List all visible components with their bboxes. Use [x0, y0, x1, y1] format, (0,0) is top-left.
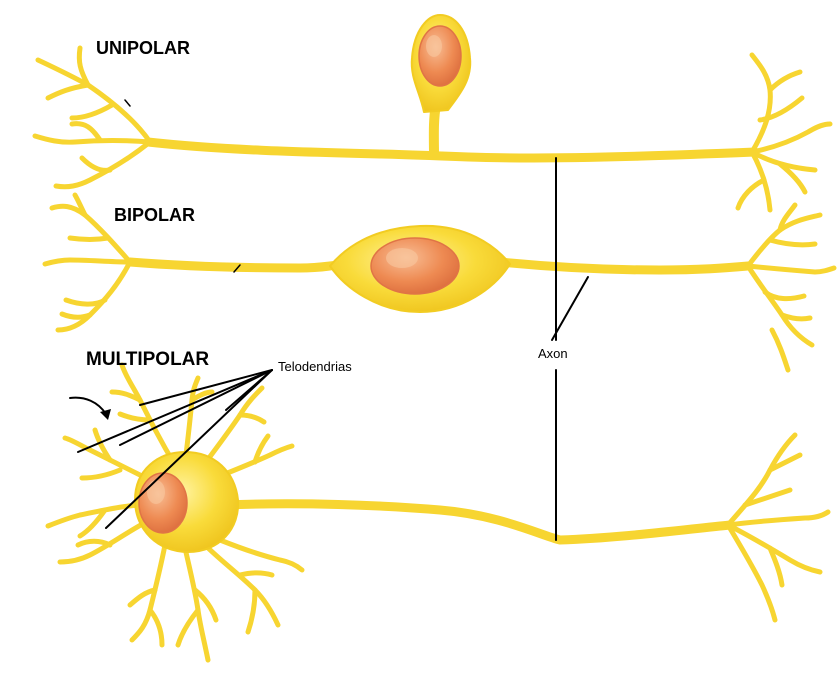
axon-label: Axon — [538, 346, 568, 361]
multipolar-label: MULTIPOLAR — [86, 349, 210, 370]
unipolar-label: UNIPOLAR — [96, 38, 190, 58]
telo-leader-3 — [105, 369, 273, 529]
unipolar-stalk — [428, 100, 441, 160]
unipolar-right-dendrites — [735, 52, 833, 213]
curved-arrow — [69, 396, 107, 415]
bipolar-neuron — [42, 192, 837, 373]
bipolar-nucleus — [370, 237, 460, 295]
telo-leader-1 — [77, 369, 273, 453]
tick-mark-bipolar — [233, 264, 241, 273]
leader-lines — [69, 99, 589, 541]
unipolar-axon — [143, 137, 760, 163]
bipolar-label: BIPOLAR — [114, 205, 195, 225]
bipolar-right-dendrites — [745, 202, 837, 373]
bipolar-axon — [495, 257, 753, 275]
unipolar-left-dendrites — [32, 45, 153, 190]
multipolar-nucleus — [138, 472, 188, 534]
unipolar-neuron — [32, 14, 833, 213]
axon-leader-diagonal — [551, 276, 589, 341]
multipolar-axon-terminals — [725, 432, 831, 623]
arrow-head-icon — [100, 409, 111, 420]
multipolar-neuron — [45, 362, 831, 663]
telo-leader-4 — [225, 369, 273, 411]
unipolar-nucleus — [418, 25, 462, 87]
tick-mark-unipolar — [124, 99, 131, 107]
multipolar-dendrites — [45, 362, 305, 663]
multipolar-axon — [220, 499, 735, 545]
telodendrias-label: Telodendrias — [278, 359, 352, 374]
bipolar-left-dendrites — [42, 192, 133, 333]
telo-leader-5 — [139, 369, 273, 406]
telo-leader-2 — [119, 369, 273, 446]
